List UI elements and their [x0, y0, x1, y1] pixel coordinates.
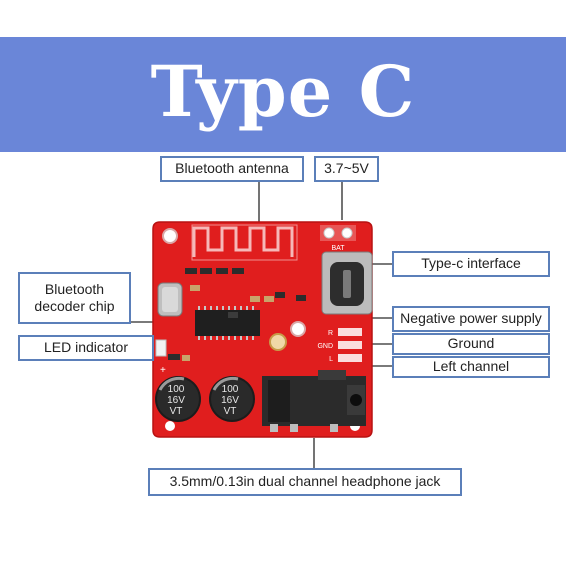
label-left-channel: Left channel: [392, 356, 550, 378]
cap2-voltage: 16V: [221, 395, 239, 406]
mount-hole: [290, 321, 306, 337]
bat-label: BAT: [331, 245, 345, 252]
mount-hole: [269, 333, 287, 351]
label-typec-interface: Type-c interface: [392, 251, 550, 277]
led: [155, 339, 167, 357]
cap1-brand: VT: [170, 406, 183, 417]
r-pad-label: R: [328, 330, 333, 337]
label-negative-power: Negative power supply: [392, 306, 550, 332]
decoder-chip: [195, 310, 260, 336]
cap2-brand: VT: [224, 406, 237, 417]
smd-resistors: [168, 268, 306, 360]
label-decoder-line1: Bluetooth: [44, 280, 105, 297]
capacitor-2: 100 16V VT: [209, 376, 255, 422]
mount-hole: [165, 421, 175, 431]
plus-marking: +: [160, 365, 166, 376]
capacitor-1: 100 16V VT: [155, 376, 201, 422]
title-banner: [0, 37, 566, 152]
headphone-jack: [262, 370, 366, 432]
antenna-trace: [192, 226, 294, 257]
smd-capacitors: [182, 285, 274, 361]
cap1-value: 100: [168, 384, 185, 395]
l-pad-label: L: [329, 356, 333, 363]
cap2-value: 100: [222, 384, 239, 395]
label-decoder-chip: Bluetooth decoder chip: [18, 272, 131, 324]
label-voltage: 3.7~5V: [314, 156, 379, 182]
label-decoder-line2: decoder chip: [34, 298, 115, 314]
label-bluetooth-antenna: Bluetooth antenna: [160, 156, 304, 182]
label-led-indicator: LED indicator: [18, 335, 154, 361]
label-ground: Ground: [392, 333, 550, 355]
mount-hole: [162, 228, 178, 244]
page-title: Type C: [150, 50, 416, 133]
cap1-voltage: 16V: [167, 395, 185, 406]
gnd-pad-label: GND: [317, 343, 333, 350]
label-headphone-jack: 3.5mm/0.13in dual channel headphone jack: [148, 468, 462, 496]
header-pads: [338, 328, 362, 362]
